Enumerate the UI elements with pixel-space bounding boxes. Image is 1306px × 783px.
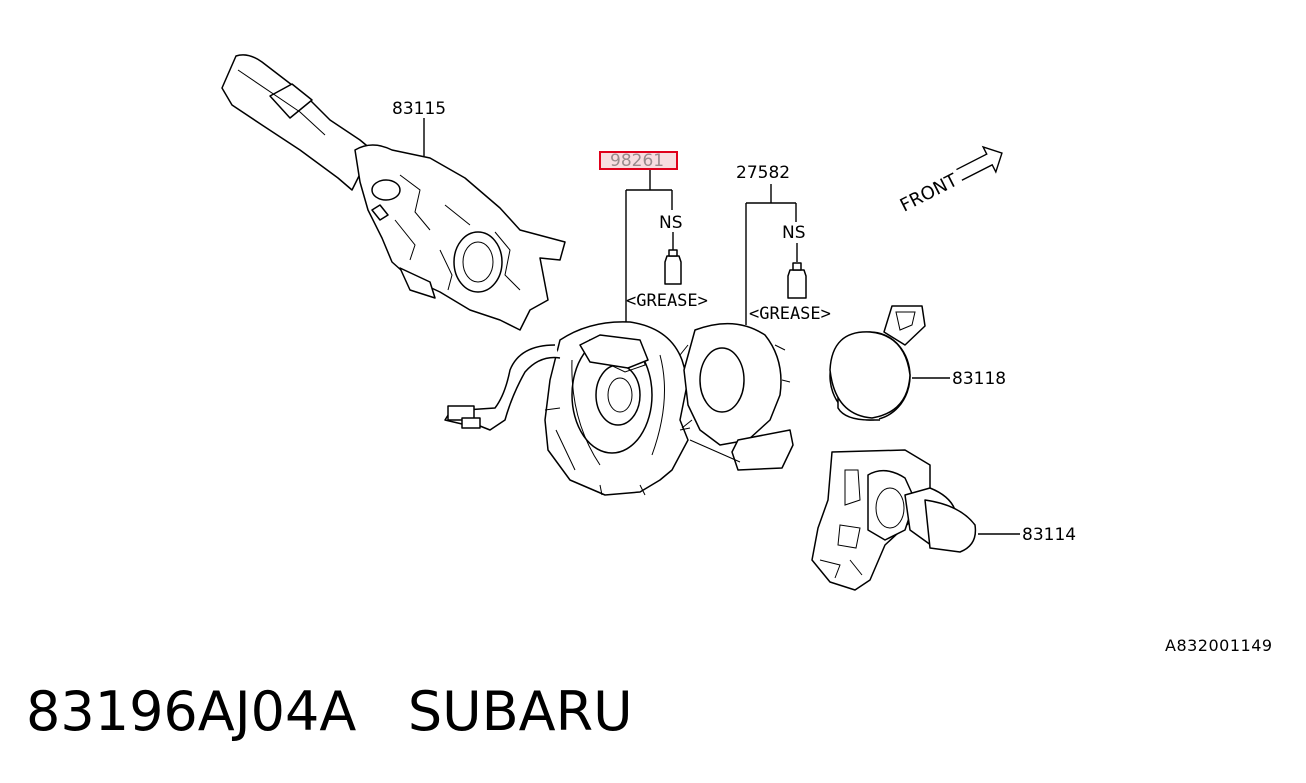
callout-83118: 83118 <box>952 369 1006 389</box>
front-label: FRONT <box>897 169 962 216</box>
callout-27582: 27582 <box>736 163 790 183</box>
front-arrow-icon: FRONT <box>897 145 1003 216</box>
grease-label-1: <GREASE> <box>626 291 708 311</box>
reference-code: A832001149 <box>1165 636 1273 655</box>
leader-98261 <box>625 170 673 328</box>
part-roll-connector <box>444 321 691 496</box>
parts-diagram: 83115 98261 NS <GREASE> 27582 NS <GREASE… <box>221 54 1076 591</box>
grease-tube-icon <box>787 262 807 299</box>
brand-name: SUBARU <box>407 680 633 743</box>
part-83118-band <box>829 305 926 421</box>
part-83115-lever-switch <box>221 54 566 331</box>
grease-label-2: <GREASE> <box>749 304 831 324</box>
page-title: 83196AJ04A SUBARU <box>26 680 633 745</box>
leader-27582 <box>745 184 797 325</box>
callout-98261: 98261 <box>610 151 664 171</box>
grease-tube-icon <box>664 249 682 285</box>
part-number: 83196AJ04A <box>26 680 357 743</box>
callout-83114: 83114 <box>1022 525 1076 545</box>
ns-label-2: NS <box>782 223 806 243</box>
part-27582-ring <box>679 322 794 471</box>
part-83114-lighting-switch <box>811 449 977 591</box>
ns-label-1: NS <box>659 213 683 233</box>
callout-83115: 83115 <box>392 99 446 119</box>
highlight-box-98261 <box>599 151 678 170</box>
